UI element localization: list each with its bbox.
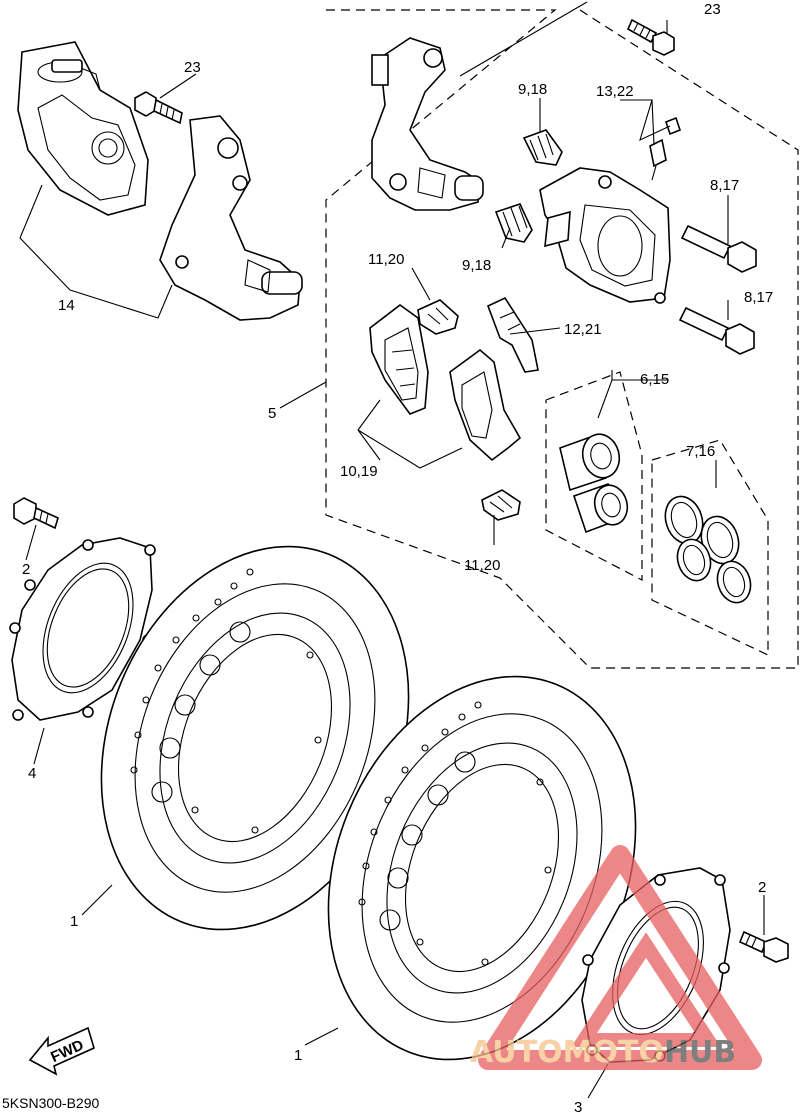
callout-5: 5	[268, 405, 276, 422]
bolt-23-left	[134, 91, 183, 125]
callout-10-19: 10,19	[340, 463, 378, 480]
callout-23-left: 23	[184, 59, 201, 76]
callout-2-left: 2	[22, 561, 30, 578]
seal-kit	[664, 495, 752, 604]
callout-8-17-bottom: 8,17	[744, 289, 773, 306]
watermark: AUTOMOTOHUB	[470, 845, 762, 1070]
callout-1-right: 1	[294, 1047, 302, 1064]
callout-14: 14	[58, 297, 75, 314]
caliper-kit-boundary	[325, 9, 799, 669]
pad-clip-lower	[481, 489, 521, 521]
caliper-bracket-kit	[371, 37, 484, 211]
watermark-logo	[478, 845, 762, 1070]
piston-b	[572, 482, 629, 534]
bolt-2-right	[738, 930, 789, 963]
watermark-text: AUTOMOTOHUB	[470, 1035, 736, 1070]
callout-2-right: 2	[758, 879, 766, 896]
bolt-2-left	[13, 497, 59, 530]
callout-11-20-bottom: 11,20	[464, 557, 500, 574]
diagram-code: 5KSN300-B290	[2, 1095, 100, 1111]
leader-lines	[19, 1, 765, 1099]
brake-pad-a	[369, 304, 429, 415]
pin-lower	[678, 306, 755, 355]
brake-disc-left	[100, 545, 410, 931]
boot-upper	[522, 129, 563, 166]
piston-a	[559, 433, 621, 492]
fwd-label: FWD	[48, 1037, 86, 1066]
pin-upper	[680, 224, 757, 273]
callout-labels: 23 23 9,18 9,18 13,22 8,17 8,17 11,20 11…	[22, 1, 773, 1115]
callout-12-21: 12,21	[564, 321, 602, 338]
callout-7-16: 7,16	[686, 443, 715, 460]
caliper-body-kit	[539, 167, 671, 304]
bleed-screw	[649, 116, 681, 181]
callout-9-18-top: 9,18	[518, 81, 547, 98]
assembled-caliper	[17, 41, 149, 216]
pad-support	[486, 296, 539, 373]
callout-4: 4	[28, 765, 36, 782]
fwd-arrow: FWD	[28, 1026, 95, 1076]
pad-clip-upper	[417, 299, 459, 335]
callout-11-20-top: 11,20	[368, 251, 404, 268]
callout-9-18-bottom: 9,18	[462, 257, 491, 274]
callout-23-top: 23	[704, 1, 721, 18]
boot-lower	[494, 203, 533, 243]
callout-13-22: 13,22	[596, 83, 634, 100]
callout-3: 3	[574, 1099, 582, 1115]
callout-6-15: 6,15	[640, 371, 669, 388]
caliper-bracket-left	[159, 115, 303, 321]
brake-pad-b	[449, 348, 522, 462]
callout-1-left: 1	[70, 913, 78, 930]
callout-8-17-top: 8,17	[710, 177, 739, 194]
bolt-23-top	[626, 18, 675, 56]
